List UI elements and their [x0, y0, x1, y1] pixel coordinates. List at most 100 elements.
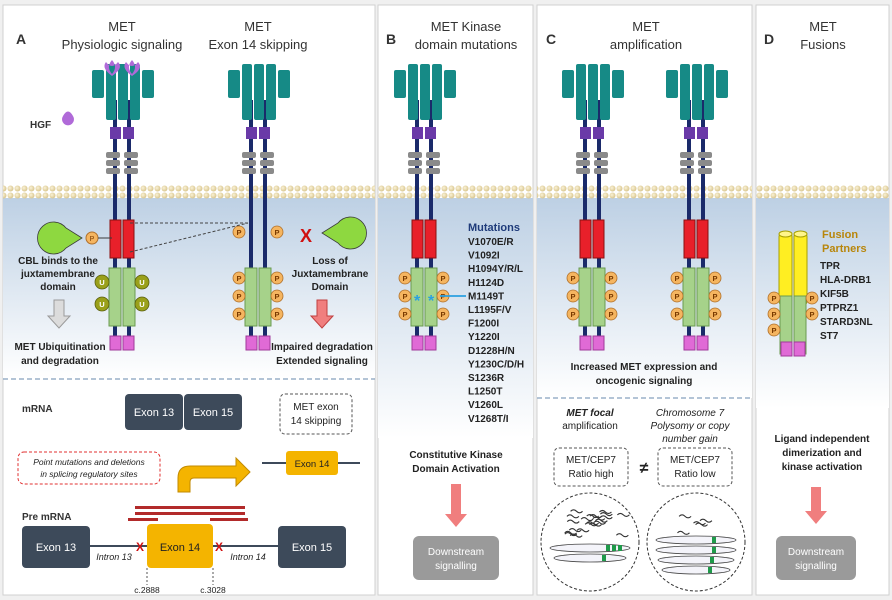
phospho-site: P [270, 307, 284, 321]
met-copy-squiggle [576, 528, 590, 533]
mrna-exon15-label: Exon 15 [193, 407, 233, 419]
phospho-site: P [270, 289, 284, 303]
constitutive-text-line2: Domain Activation [412, 464, 499, 475]
juxtamembrane-domain [411, 219, 437, 259]
phospho-site: P [398, 271, 412, 285]
intron14-label: Intron 14 [230, 552, 266, 562]
phospho-site-label: P [274, 310, 279, 319]
hgf-label: HGF [30, 120, 51, 131]
mutation-item: V1260L [468, 400, 503, 411]
increased-text-line2: oncogenic signaling [596, 376, 693, 387]
focal-text-line1: MET focal [566, 408, 613, 419]
phospho-site-label: P [570, 310, 575, 319]
phospho-site: P [805, 307, 819, 321]
met-copy-squiggle [593, 520, 607, 525]
phospho-site-label: P [608, 310, 613, 319]
fusion-title-line1: Fusion [822, 229, 858, 241]
phospho-site-label: P [236, 310, 241, 319]
kinase-domain [779, 295, 807, 355]
degradation-arrow-icon [46, 299, 72, 329]
mutation-item: L1250T [468, 387, 502, 398]
fusion-title-line2: Partners [822, 243, 867, 255]
phospho-site: P [708, 289, 722, 303]
mutation-item: V1070E/R [468, 237, 514, 248]
phospho-site-label: P [440, 310, 445, 319]
ratio-high-line1: MET/CEP7 [566, 455, 616, 466]
downstream-box-D: Downstream signalling [776, 536, 856, 580]
cbl-text-line3: domain [40, 282, 76, 293]
ipt-domains [408, 152, 440, 174]
phospho-site: P [708, 271, 722, 285]
met-copy-squiggle [564, 532, 578, 537]
phospho-site: P [436, 271, 450, 285]
psi-domain [412, 127, 436, 139]
ubiquitin: U [134, 274, 150, 290]
phospho-site: P [805, 291, 819, 305]
mutation-item: V1092I [468, 251, 500, 262]
met-copy-squiggle [693, 521, 706, 526]
fusion-partner-item: KIF5B [820, 289, 849, 300]
phospho-site-label: P [712, 292, 717, 301]
hgf-ligand-icon [62, 111, 74, 126]
met-copy-squiggle [568, 528, 582, 533]
phospho-site-label: P [674, 310, 679, 319]
phospho-site: P [232, 307, 246, 321]
phospho-site: P [398, 289, 412, 303]
phospho-site: P [767, 307, 781, 321]
met-copy-squiggle [699, 518, 713, 523]
fusion-partner-item: TPR [820, 261, 841, 272]
phospho-site: P [566, 289, 580, 303]
met-copy-squiggle [599, 515, 613, 520]
phospho-site-label: P [608, 274, 613, 283]
sema-domain [666, 64, 728, 120]
mrna-exon15-box: Exon 15 [184, 394, 242, 430]
ubiquitin: U [94, 296, 110, 312]
phospho-site-label: P [236, 228, 241, 237]
downstream-B-line2: signalling [435, 561, 477, 572]
mutation-item: V1268T/I [468, 414, 509, 425]
psi-domain [684, 127, 708, 139]
kinase-domain [244, 267, 272, 327]
phospho-site-label: P [570, 292, 575, 301]
ipt-domains [106, 152, 138, 174]
phospho-site-label: P [608, 292, 613, 301]
kinase-domain [578, 267, 606, 327]
spliced-exon14-label: Exon 14 [295, 459, 330, 470]
ratio-low-line2: Ratio low [674, 469, 716, 480]
phospho-site: P [708, 307, 722, 321]
ratio-high-box: MET/CEP7 Ratio high [553, 447, 629, 487]
met-copy-squiggle [599, 509, 612, 515]
kinase-domain [682, 267, 710, 327]
cell-membrane [537, 184, 752, 200]
ipt-domains [242, 152, 274, 174]
met-copy-squiggle [584, 522, 598, 527]
fusion-partner-item: PTPRZ1 [820, 303, 859, 314]
phospho-site-label: P [274, 274, 279, 283]
ubiquitin-label: U [99, 300, 104, 309]
mutation-item: H1094Y/R/L [468, 264, 523, 275]
c-terminal-tail [683, 335, 709, 351]
panel-D-area [755, 4, 890, 596]
fusion-partner-domain [778, 230, 808, 307]
met-copy-squiggle [566, 514, 580, 519]
phospho-site: P [670, 289, 684, 303]
phospho-site-label: P [771, 294, 776, 303]
met-copy-squiggle [580, 517, 594, 522]
phospho-site-label: P [809, 310, 814, 319]
psi-domain [246, 127, 270, 139]
downstream-box-B: Downstream signalling [413, 536, 499, 580]
juxtamembrane-domain [579, 219, 605, 259]
phospho-site-label: P [570, 274, 575, 283]
loss-text-line1: Loss of [312, 256, 348, 267]
hgf-ligands [62, 60, 140, 126]
intron13-label: Intron 13 [96, 552, 132, 562]
cell-membrane [756, 184, 889, 200]
mutation-item: S1236R [468, 373, 505, 384]
mutation-item: D1228H/N [468, 346, 515, 357]
phospho-site-label: P [771, 310, 776, 319]
